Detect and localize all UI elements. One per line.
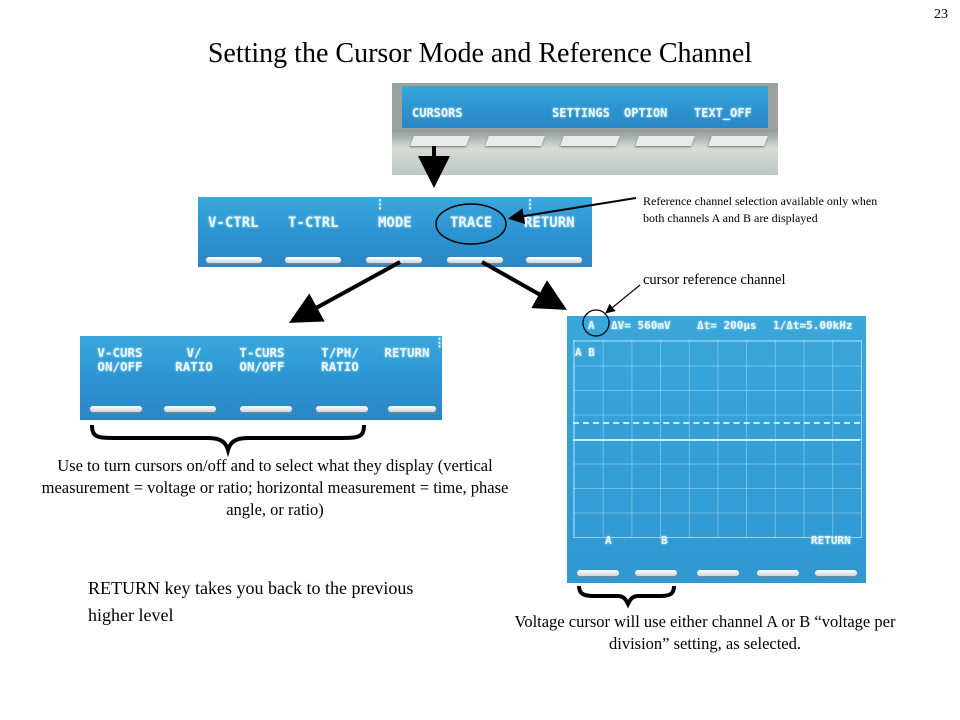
right-brace [577,585,676,609]
readout-channel: A [588,319,595,332]
page-title: Setting the Cursor Mode and Reference Ch… [207,38,753,69]
softkey-v-curs[interactable]: V-CURS ON/OFF [90,346,150,374]
softkey-b[interactable]: B [661,534,668,547]
softkey-line: ON/OFF [239,359,285,374]
softkey-bar[interactable] [206,257,262,263]
softkey-bar[interactable] [316,406,368,412]
softkey-bar[interactable] [577,570,619,576]
softkey-v-ratio[interactable]: V/ RATIO [164,346,224,374]
return-key-note: RETURN key takes you back to the previou… [88,578,414,625]
top-bezel-keys [392,130,778,175]
softkey-bar[interactable] [240,406,292,412]
softkey-bar[interactable] [815,570,857,576]
trace-highlight-circle [435,203,507,245]
softkey-line: V-CURS [97,345,143,360]
softkey-bar[interactable] [526,257,582,263]
softkey-bar[interactable] [285,257,341,263]
softkey-t-ctrl[interactable]: T-CTRL [288,215,339,231]
signal-trace [573,439,860,441]
option-label: OPTION [624,106,668,120]
arrow-to-mode-menu [288,260,401,323]
menu-separator: ⋮ [434,336,442,349]
settings-label: SETTINGS [552,106,610,120]
delta-t-readout: Δt= 200μs [697,319,757,332]
softkey-return[interactable]: RETURN [524,215,575,231]
softkey-line: V/ [186,345,202,360]
trace-labels: A B [575,346,595,359]
softkey-line: ON/OFF [97,359,143,374]
softkey-bar[interactable] [366,257,422,263]
cursors-label: CURSORS [412,106,463,120]
text-off-label: TEXT_OFF [694,106,752,120]
left-brace [90,424,366,458]
reference-channel-circle [582,309,610,337]
softkey-v-ctrl[interactable]: V-CTRL [208,215,259,231]
softkey-bar[interactable] [757,570,799,576]
softkey-line: T-CURS [239,345,285,360]
softkey-line: RATIO [321,359,359,374]
softkey-line: RATIO [175,359,213,374]
softkey-trace[interactable]: TRACE [450,215,493,231]
softkey-a[interactable]: A [605,534,612,547]
top-screen-display: CURSORS SETTINGS OPTION TEXT_OFF [402,86,768,128]
cursor-reference-arrow [605,284,641,314]
softkey-bar[interactable] [388,406,436,412]
softkey-mode[interactable]: MODE [378,215,412,231]
softkey-line: RETURN [384,345,430,360]
delta-v-readout: ΔV= 560mV [611,319,671,332]
softkey-t-curs[interactable]: T-CURS ON/OFF [232,346,292,374]
softkey-bar[interactable] [90,406,142,412]
cursor-mode-caption: Use to turn cursors on/off and to select… [41,456,509,519]
cursor-mode-screen: V-CURS ON/OFF V/ RATIO T-CURS ON/OFF T/P… [80,336,442,420]
voltage-cursor-caption: Voltage cursor will use either channel A… [514,612,896,653]
menu-separator: ⋮ [374,197,386,211]
softkey-return[interactable]: RETURN [376,346,438,360]
page-number: 23 [934,7,948,22]
softkey-t-ph-ratio[interactable]: T/PH/ RATIO [310,346,370,374]
softkey-bar[interactable] [164,406,216,412]
frequency-readout: 1/Δt=5.00kHz [773,319,853,332]
scope-display: A ΔV= 560mV Δt= 200μs 1/Δt=5.00kHz A B A… [567,316,866,583]
trace-note: Reference channel selection available on… [643,194,878,225]
trace-note-arrow [508,197,637,224]
softkey-bar[interactable] [635,570,677,576]
arrow-to-trace-screen [481,260,567,310]
cursor-reference-note: cursor reference channel [643,272,786,288]
softkey-bar[interactable] [447,257,503,263]
softkey-line: T/PH/ [321,345,359,360]
cursor-menu-screen: V-CTRL T-CTRL MODE TRACE RETURN ⋮ ⋮ [198,197,592,267]
menu-separator: ⋮ [524,197,536,211]
voltage-cursor-1[interactable] [573,422,860,424]
softkey-bar[interactable] [697,570,739,576]
softkey-return[interactable]: RETURN [811,534,851,547]
